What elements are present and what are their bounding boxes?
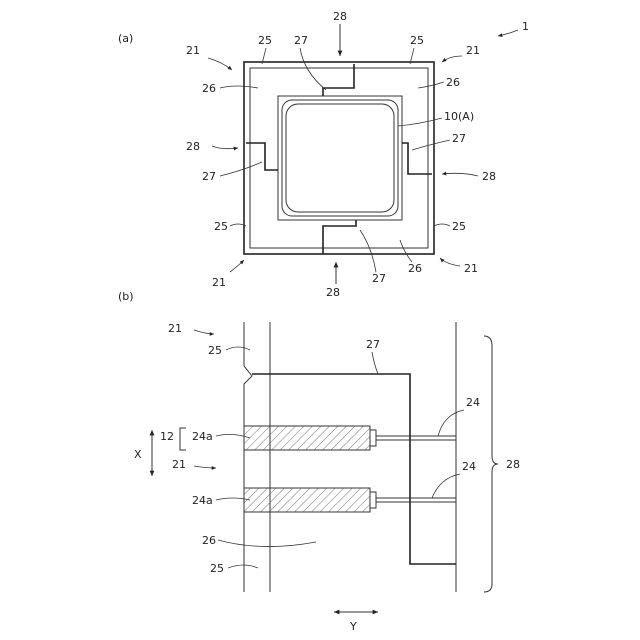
panel-label-a: (a) <box>118 32 133 45</box>
label-27: 27 <box>366 338 380 351</box>
electrode-24a-lower <box>244 488 370 512</box>
label-21-tr: 21 <box>466 44 480 57</box>
label-1: 1 <box>522 20 529 33</box>
label-27-right: 27 <box>452 132 466 145</box>
connector-lower <box>370 492 376 508</box>
label-24a-upper: 24a <box>192 430 213 443</box>
label-25-bottom: 25 <box>210 562 224 575</box>
bracket-28 <box>484 336 498 592</box>
label-12: 12 <box>160 430 174 443</box>
chip-body <box>282 100 398 216</box>
label-25-bottom-left: 25 <box>214 220 228 233</box>
arrow-28-left <box>212 146 238 149</box>
label-27-top: 27 <box>294 34 308 47</box>
label-21-top: 21 <box>168 322 182 335</box>
wire-27-left <box>246 143 278 170</box>
label-21-tl: 21 <box>186 44 200 57</box>
label-21-br: 21 <box>464 262 478 275</box>
figure-b: (b) 28 21 21 25 25 26 27 <box>118 290 520 633</box>
wire-27-bottom <box>323 220 356 254</box>
label-21-bl: 21 <box>212 276 226 289</box>
label-25-top: 25 <box>208 344 222 357</box>
label-28-top: 28 <box>333 10 347 23</box>
arrow-21-bl <box>230 260 244 272</box>
axis-x-label: X <box>134 448 142 461</box>
bracket-12 <box>180 428 186 450</box>
label-24-lower: 24 <box>462 460 476 473</box>
label-27-left: 27 <box>202 170 216 183</box>
axis-y-label: Y <box>349 620 357 633</box>
label-26-bottom: 26 <box>408 262 422 275</box>
chip-outer <box>278 96 402 220</box>
arrow-21-top <box>194 330 214 334</box>
wire-27-top <box>323 64 354 96</box>
label-26-top-right: 26 <box>446 76 460 89</box>
label-10A: 10(A) <box>444 110 474 123</box>
label-27-bottom: 27 <box>372 272 386 285</box>
label-26: 26 <box>202 534 216 547</box>
label-25-bottom-right: 25 <box>452 220 466 233</box>
label-25-top-right: 25 <box>410 34 424 47</box>
label-24a-lower: 24a <box>192 494 213 507</box>
connector-upper <box>370 430 376 446</box>
inner-frame <box>250 68 428 248</box>
arrow-28-right <box>442 173 478 176</box>
chip-inner <box>286 104 394 212</box>
arrow-21-tr <box>442 56 462 62</box>
arrow-21-br <box>440 258 460 266</box>
wire-27 <box>252 374 456 564</box>
label-21-mid: 21 <box>172 458 186 471</box>
figure-a: (a) 28 28 28 28 21 21 21 21 <box>118 10 529 299</box>
label-28-bottom: 28 <box>326 286 340 299</box>
arrow-1 <box>498 30 518 36</box>
label-28: 28 <box>506 458 520 471</box>
label-28-left: 28 <box>186 140 200 153</box>
label-25-top-left: 25 <box>258 34 272 47</box>
label-28-right: 28 <box>482 170 496 183</box>
left-edge-line <box>244 322 252 592</box>
electrode-24a-upper <box>244 426 370 450</box>
arrow-21-tl <box>208 58 232 70</box>
arrow-21-mid <box>194 466 216 468</box>
label-24-upper: 24 <box>466 396 480 409</box>
panel-label-b: (b) <box>118 290 134 303</box>
label-26-top-left: 26 <box>202 82 216 95</box>
